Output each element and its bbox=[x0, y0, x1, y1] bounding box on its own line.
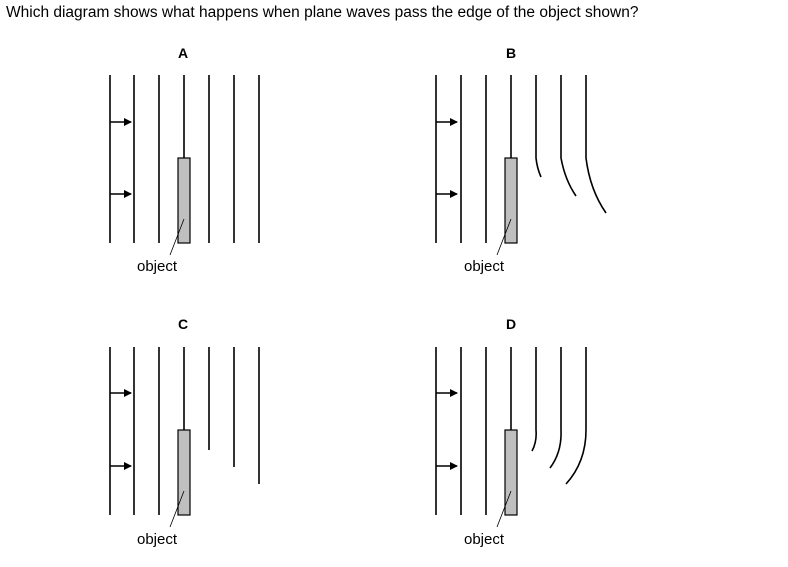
panel-c-wavefronts bbox=[109, 347, 260, 515]
panel-b-object-label: object bbox=[464, 258, 505, 275]
object-bar bbox=[177, 157, 191, 244]
object-pointer bbox=[496, 490, 512, 528]
panel-d[interactable]: D object bbox=[435, 316, 587, 548]
panel-c-object-label: object bbox=[137, 531, 178, 548]
panel-d-label: D bbox=[506, 316, 516, 332]
panel-d-wavefronts bbox=[435, 347, 587, 515]
object-pointer bbox=[169, 490, 185, 528]
panel-b-label: B bbox=[506, 45, 516, 61]
panel-a-wavefronts bbox=[109, 75, 260, 243]
panel-a-object-label: object bbox=[137, 258, 178, 275]
panel-c[interactable]: C object bbox=[109, 316, 260, 548]
panel-c-label: C bbox=[178, 316, 188, 332]
question-text: Which diagram shows what happens when pl… bbox=[6, 4, 639, 21]
panel-a[interactable]: A object bbox=[109, 45, 260, 275]
object-bar bbox=[504, 157, 518, 244]
object-bar bbox=[177, 429, 191, 516]
panel-b[interactable]: B object bbox=[435, 45, 607, 275]
panel-a-label: A bbox=[178, 45, 188, 61]
panel-b-wavefronts bbox=[435, 75, 607, 243]
object-pointer bbox=[496, 218, 512, 256]
object-bar bbox=[504, 429, 518, 516]
panel-d-object-label: object bbox=[464, 531, 505, 548]
object-pointer bbox=[169, 218, 185, 256]
